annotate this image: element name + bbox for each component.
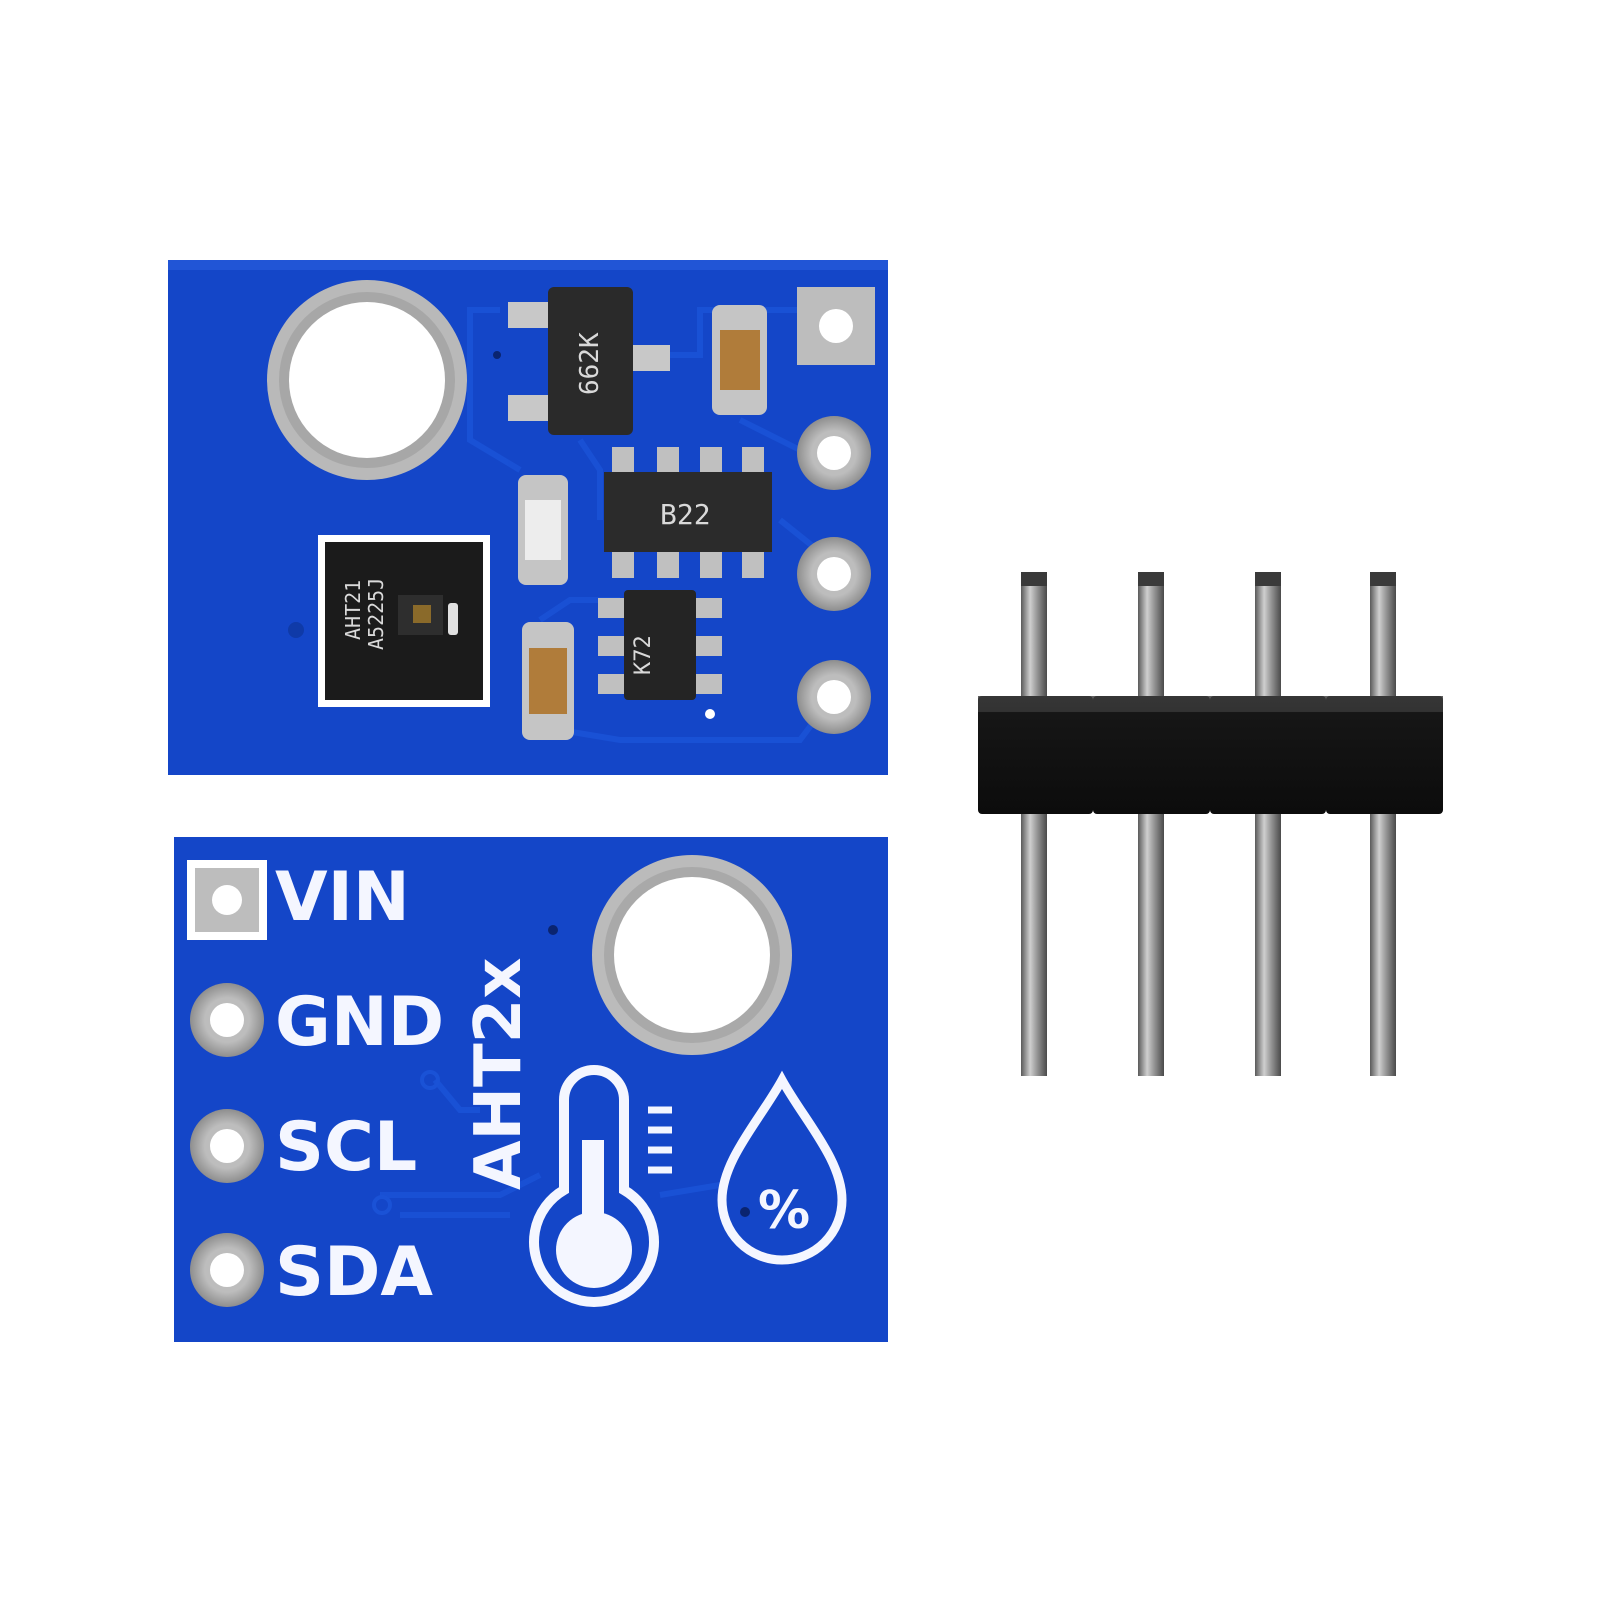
sensor-marking-line1: AHT21 bbox=[341, 580, 365, 640]
top-pin-pad-square bbox=[797, 287, 875, 365]
header-pin-1-lower bbox=[1021, 814, 1047, 1076]
capacitor-middle bbox=[518, 475, 568, 585]
pin-label-vin: VIN bbox=[275, 858, 410, 937]
top-pcb-board: 662K bbox=[168, 260, 888, 775]
header-pin-2-upper bbox=[1138, 575, 1164, 705]
bottom-pin-pad-sda bbox=[190, 1233, 264, 1307]
bottom-mounting-hole bbox=[592, 855, 792, 1055]
capacitor-top-right bbox=[712, 305, 767, 415]
voltage-regulator-chip: 662K bbox=[508, 287, 670, 435]
bottom-pin-pad-scl bbox=[190, 1109, 264, 1183]
pin-label-scl: SCL bbox=[275, 1108, 417, 1187]
thermometer-icon bbox=[529, 1065, 672, 1307]
resistor-array-marking: B22 bbox=[660, 498, 711, 531]
bottom-pcb-traces bbox=[380, 1078, 721, 1218]
humidity-drop-icon: % bbox=[717, 1070, 847, 1265]
pin-label-sda: SDA bbox=[275, 1233, 433, 1312]
resistor-array-chip: B22 bbox=[604, 447, 772, 578]
regulator-marking: 662K bbox=[575, 332, 605, 395]
header-pin-2-lower bbox=[1138, 814, 1164, 1076]
humidity-percent-symbol: % bbox=[758, 1181, 810, 1241]
top-mounting-hole bbox=[267, 280, 467, 480]
capacitor-lower bbox=[522, 622, 574, 740]
header-pin-1-upper bbox=[1021, 575, 1047, 705]
aht21-sensor-chip: AHT21 A5225J bbox=[318, 535, 490, 707]
bottom-pin-pad-gnd bbox=[190, 983, 264, 1057]
mosfet-chip: K72 bbox=[598, 590, 722, 700]
sensor-marking-line2: A5225J bbox=[364, 578, 388, 650]
header-pin-3-upper bbox=[1255, 575, 1281, 705]
header-pin-4-upper bbox=[1370, 575, 1396, 705]
bottom-pin-pad-vin bbox=[187, 860, 267, 940]
top-pin-pad-2 bbox=[797, 416, 871, 490]
header-pin-3-lower bbox=[1255, 814, 1281, 1076]
top-pin-pad-4 bbox=[797, 660, 871, 734]
mosfet-marking: K72 bbox=[631, 635, 656, 675]
pin-header bbox=[978, 572, 1443, 1076]
top-pin-pad-3 bbox=[797, 537, 871, 611]
header-plastic-body bbox=[978, 696, 1443, 814]
bottom-pcb-board: VIN GND SCL SDA AHT2x % bbox=[174, 837, 888, 1342]
header-pin-4-lower bbox=[1370, 814, 1396, 1076]
model-label: AHT2x bbox=[462, 957, 536, 1190]
pin-label-gnd: GND bbox=[275, 983, 444, 1062]
